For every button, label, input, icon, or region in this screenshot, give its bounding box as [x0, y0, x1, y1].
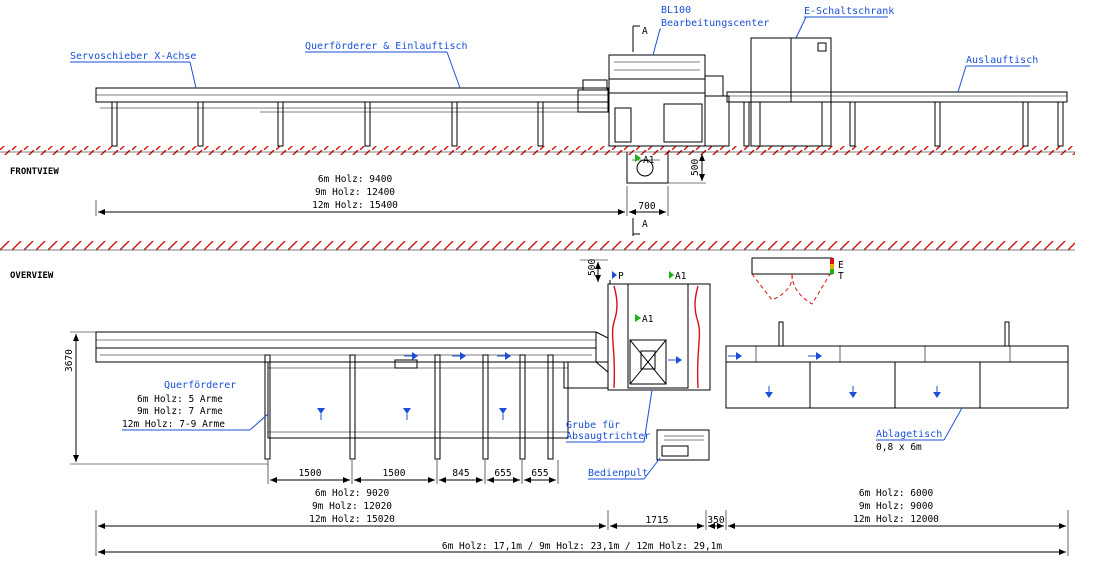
- label-cabinet: E-Schaltschrank: [804, 6, 894, 17]
- dim-outfeed-6m: 6m Holz: 6000: [859, 488, 934, 499]
- front-dim-9m: 9m Holz: 12400: [315, 187, 395, 198]
- dim-infeed-12m: 12m Holz: 15020: [309, 514, 395, 525]
- label-machine-model: BL100: [661, 5, 691, 16]
- label-servo: Servoschieber X-Achse: [70, 51, 196, 62]
- dim-infeed-6m: 6m Holz: 9020: [315, 488, 390, 499]
- front-dim-6m: 6m Holz: 9400: [318, 174, 393, 185]
- overview-outfeed-table: [725, 321, 1069, 409]
- front-infeed-frame: [95, 79, 609, 147]
- label-outfeed: Auslauftisch: [966, 55, 1038, 66]
- dim-outfeed-12m: 12m Holz: 12000: [853, 514, 939, 525]
- dim-seg2: 1500: [383, 468, 406, 479]
- dim-outfeed-9m: 9m Holz: 9000: [859, 501, 934, 512]
- overview: OVERVIEW 3670: [0, 241, 1075, 556]
- label-qf-9m: 9m Holz: 7 Arme: [137, 406, 223, 417]
- marker-a1-top: A1: [675, 271, 687, 282]
- label-qf-12m: 12m Holz: 7-9 Arme: [122, 419, 225, 430]
- dim-seg5: 655: [531, 468, 548, 479]
- marker-a1-mid: A1: [642, 314, 654, 325]
- dim-seg1: 1500: [299, 468, 322, 479]
- dim-total: 6m Holz: 17,1m / 9m Holz: 23,1m / 12m Ho…: [442, 541, 723, 552]
- dim-infeed-9m: 9m Holz: 12020: [312, 501, 392, 512]
- front-dim-12m: 12m Holz: 15400: [312, 200, 398, 211]
- overview-console: [656, 429, 710, 461]
- overview-segment-dimensions: 1500 1500 845 655 655: [267, 460, 559, 484]
- label-machine-name: Bearbeitungscenter: [661, 18, 769, 29]
- front-dim-pit-depth: 500: [690, 159, 701, 176]
- dim-gap: 350: [707, 515, 724, 526]
- front-machine: [608, 54, 730, 147]
- pit-marker-a1: A1: [643, 155, 655, 166]
- dim-seg3: 845: [452, 468, 469, 479]
- label-qf-6m: 6m Holz: 5 Arme: [137, 394, 223, 405]
- overview-machine: [607, 280, 711, 391]
- overview-wall-hatch: [0, 241, 1075, 250]
- overview-cross-conveyor: [264, 352, 569, 460]
- label-table-line2: 0,8 x 6m: [876, 442, 922, 453]
- overview-markers: P A1 A1: [612, 271, 687, 325]
- label-pit-line1: Grube für: [566, 420, 620, 431]
- dim-seg4: 655: [494, 468, 511, 479]
- label-qf-title: Querförderer: [164, 380, 236, 391]
- front-labels: Servoschieber X-Achse Querförderer & Ein…: [70, 5, 1038, 93]
- section-marker-bottom: A: [642, 219, 648, 230]
- front-pit: [626, 152, 669, 184]
- overview-main-dimensions: 6m Holz: 9020 9m Holz: 12020 12m Holz: 1…: [95, 488, 1069, 556]
- overview-dim-top-offset: 500: [587, 259, 598, 276]
- overview-infeed-track: [95, 331, 609, 389]
- front-view-title: FRONTVIEW: [10, 167, 59, 177]
- dim-machine: 1715: [646, 515, 669, 526]
- front-outfeed-table: [726, 91, 1068, 147]
- overview-dim-height: 3670: [64, 349, 75, 372]
- front-electric-cabinet: [750, 37, 832, 147]
- front-view: A A A1 Servoschieber X-Achse Querfördere…: [0, 5, 1075, 236]
- marker-e: E: [838, 260, 844, 271]
- section-marker-top: A: [642, 26, 648, 37]
- front-section-marker: A A: [632, 25, 648, 236]
- front-floor-hatch: [0, 146, 1075, 155]
- overview-title: OVERVIEW: [10, 271, 54, 281]
- marker-t: T: [838, 271, 844, 282]
- label-table-line1: Ablagetisch: [876, 429, 942, 440]
- label-pit-line2: Absaugtrichter: [566, 431, 650, 442]
- label-cross-conveyor: Querförderer & Einlauftisch: [305, 41, 468, 52]
- marker-p: P: [618, 271, 624, 282]
- overview-labels: Querförderer 6m Holz: 5 Arme 9m Holz: 7 …: [122, 380, 963, 480]
- label-console: Bedienpult: [588, 468, 648, 479]
- overview-cabinet: E T: [751, 257, 844, 305]
- front-length-dimension: 6m Holz: 9400 9m Holz: 12400 12m Holz: 1…: [95, 151, 706, 216]
- front-dim-pit-width: 700: [638, 201, 655, 212]
